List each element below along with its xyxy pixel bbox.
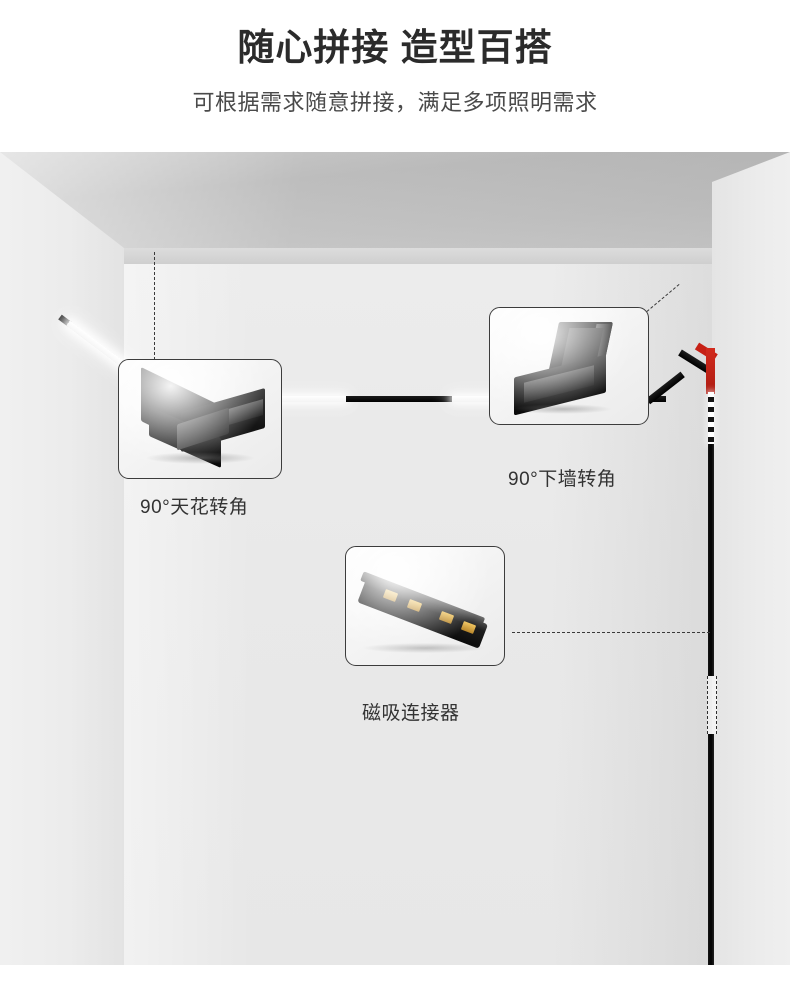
wall-track-vertical	[707, 392, 717, 965]
card-gloss	[119, 360, 281, 478]
led-lit-segment	[248, 396, 346, 402]
page-title: 随心拼接 造型百搭	[237, 27, 553, 68]
connector-gap-indicator	[707, 676, 717, 734]
label-magnetic-connector: 磁吸连接器	[362, 703, 460, 724]
header-block: 随心拼接 造型百搭 可根据需求随意拼接，满足多项照明需求	[0, 0, 790, 152]
track-dark-segment	[708, 734, 714, 965]
leader-line-magnetic-connector	[512, 632, 710, 633]
led-dotted-segment	[708, 392, 714, 444]
product-card-ceiling-corner[interactable]	[118, 359, 282, 479]
leader-line-ceiling-corner	[154, 252, 155, 360]
track-dark-segment	[708, 444, 714, 676]
card-gloss	[346, 547, 504, 665]
product-card-magnetic-connector[interactable]	[345, 546, 505, 666]
label-wall-down-corner: 90°下墙转角	[508, 469, 617, 490]
right-wall-surface	[712, 152, 790, 965]
track-dark-segment	[346, 396, 452, 402]
ceiling-edge	[120, 248, 720, 264]
left-wall-surface	[0, 152, 124, 965]
red-corner-connector-right	[706, 348, 715, 394]
label-ceiling-corner: 90°天花转角	[140, 497, 249, 518]
room-scene: 90°天花转角 90°下墙转角 磁吸连接器	[0, 152, 790, 965]
product-card-wall-down-corner[interactable]	[489, 307, 649, 425]
bottom-spacer	[0, 965, 790, 985]
page-subtitle: 可根据需求随意拼接，满足多项照明需求	[192, 90, 598, 115]
card-gloss	[490, 308, 648, 424]
